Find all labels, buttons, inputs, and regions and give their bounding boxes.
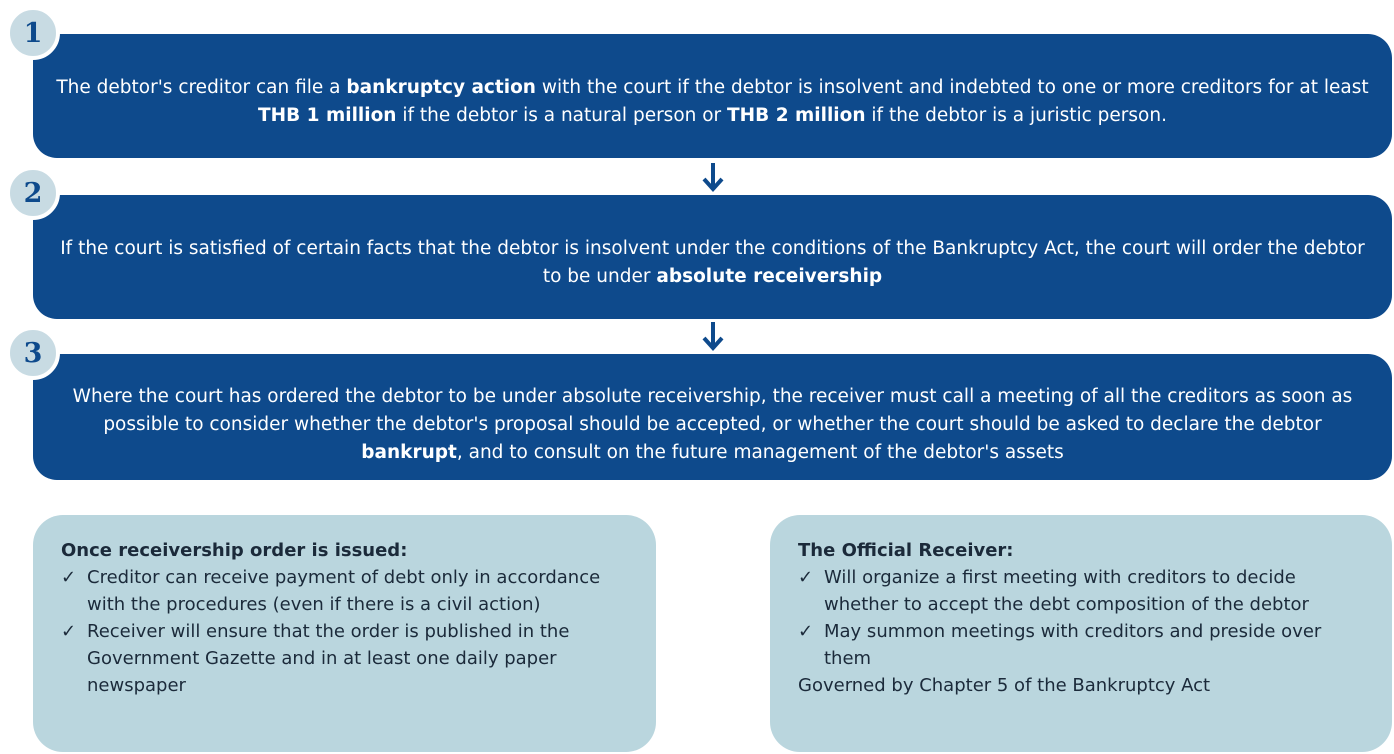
receivership-order-list: ✓ Creditor can receive payment of debt o… — [61, 564, 628, 699]
step-2-text: If the court is satisfied of certain fac… — [53, 235, 1372, 291]
check-icon: ✓ — [798, 621, 814, 642]
step-1-badge: 1 — [6, 6, 60, 60]
step-emphasis: bankruptcy action — [346, 77, 536, 98]
step-1-box: The debtor's creditor can file a bankrup… — [33, 34, 1392, 158]
step-text-segment: if the debtor is a natural person or — [396, 105, 728, 126]
official-receiver-box: The Official Receiver: ✓ Will organize a… — [770, 515, 1392, 752]
step-3-badge: 3 — [6, 326, 60, 380]
receivership-order-box: Once receivership order is issued: ✓ Cre… — [33, 515, 656, 752]
step-3-box: Where the court has ordered the debtor t… — [33, 354, 1392, 480]
step-text-segment: if the debtor is a juristic person. — [865, 105, 1167, 126]
list-item-text: Creditor can receive payment of debt onl… — [87, 567, 601, 615]
step-1-text: The debtor's creditor can file a bankrup… — [53, 74, 1372, 130]
list-item: ✓ Creditor can receive payment of debt o… — [61, 564, 628, 618]
official-receiver-title: The Official Receiver: — [798, 540, 1014, 561]
step-2-box: If the court is satisfied of certain fac… — [33, 195, 1392, 319]
check-icon: ✓ — [61, 567, 77, 588]
step-emphasis: THB 2 million — [727, 105, 866, 126]
step-emphasis: bankrupt — [361, 442, 457, 463]
list-item-text: Will organize a first meeting with credi… — [824, 567, 1309, 615]
official-receiver-list: ✓ Will organize a first meeting with cre… — [798, 564, 1364, 672]
arrow-down-icon — [702, 322, 724, 351]
step-3-text: Where the court has ordered the debtor t… — [53, 383, 1372, 467]
step-text-segment: with the court if the debtor is insolven… — [535, 77, 1369, 98]
list-item-text: May summon meetings with creditors and p… — [824, 621, 1322, 669]
step-2-badge: 2 — [6, 166, 60, 220]
official-receiver-footer: Governed by Chapter 5 of the Bankruptcy … — [798, 675, 1211, 696]
check-icon: ✓ — [798, 567, 814, 588]
arrow-down-icon — [702, 163, 724, 192]
step-text-segment: If the court is satisfied of certain fac… — [60, 238, 1365, 287]
step-text-segment: The debtor's creditor can file a — [56, 77, 347, 98]
check-icon: ✓ — [61, 621, 77, 642]
list-item: ✓ May summon meetings with creditors and… — [798, 618, 1364, 672]
step-emphasis: absolute receivership — [656, 266, 883, 287]
step-text-segment: Where the court has ordered the debtor t… — [72, 386, 1353, 435]
step-text-segment: , and to consult on the future managemen… — [456, 442, 1064, 463]
list-item: ✓ Will organize a first meeting with cre… — [798, 564, 1364, 618]
step-emphasis: THB 1 million — [258, 105, 397, 126]
list-item-text: Receiver will ensure that the order is p… — [87, 621, 570, 696]
list-item: ✓ Receiver will ensure that the order is… — [61, 618, 628, 699]
receivership-order-title: Once receivership order is issued: — [61, 540, 408, 561]
